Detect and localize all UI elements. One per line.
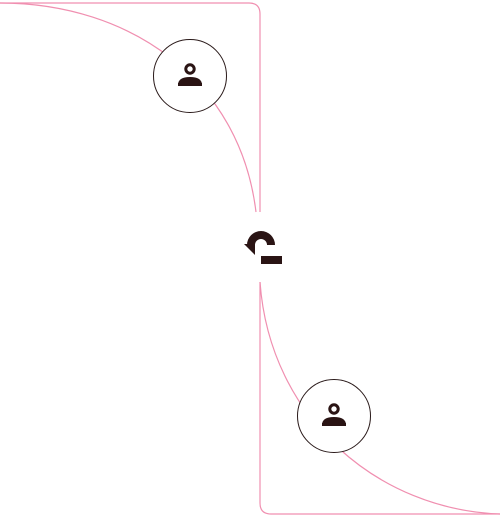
connector-curve-bottom	[259, 281, 500, 515]
user-icon	[322, 403, 346, 426]
hub-logo	[236, 218, 286, 268]
connector-frame-top	[0, 2, 261, 212]
connector-frame-bottom	[259, 282, 500, 515]
user-node-bottom[interactable]	[297, 379, 371, 453]
user-icon	[178, 63, 202, 86]
user-node-top[interactable]	[153, 39, 227, 113]
logo-mark-icon	[244, 231, 282, 264]
connector-curve-top	[0, 2, 257, 213]
